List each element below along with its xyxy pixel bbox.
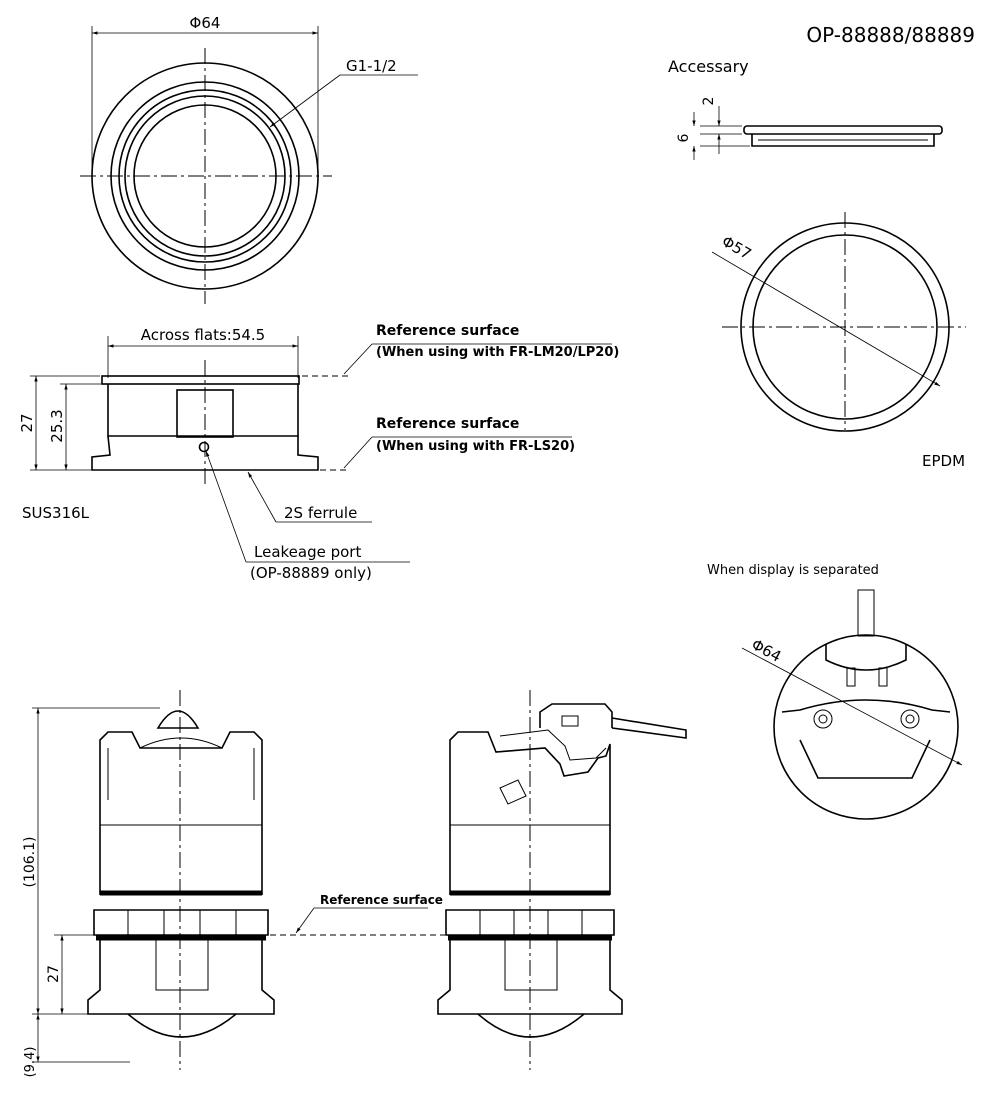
leak-note: (OP-88889 only) xyxy=(250,564,372,582)
gasket-side-view xyxy=(743,125,943,147)
ferrule-label: 2S ferrule xyxy=(284,504,357,522)
across-flats-label: Across flats:54.5 xyxy=(141,326,265,344)
side-view: Across flats:54.5 27 25.3 Reference surf… xyxy=(18,323,619,582)
display-separated: When display is separated Φ64 xyxy=(707,563,963,820)
accessory-dim-6: 6 xyxy=(676,133,692,142)
material-label: SUS316L xyxy=(22,504,90,522)
side-dim-25-3: 25.3 xyxy=(48,409,66,442)
thread-label: G1-1/2 xyxy=(346,57,397,75)
top-diameter-label: Φ64 xyxy=(190,14,221,32)
accessory-material: EPDM xyxy=(922,452,965,470)
leak-label: Leakeage port xyxy=(254,543,361,561)
connector-pins xyxy=(813,709,920,729)
ref1-note: (When using with FR-LM20/LP20) xyxy=(376,345,619,360)
display-sep-title: When display is separated xyxy=(707,563,879,578)
bottom-ref-label: Reference surface xyxy=(320,893,443,907)
ref2-note: (When using with FR-LS20) xyxy=(376,439,575,454)
accessory: Accessary 2 6 Φ57 EPDM xyxy=(668,57,966,470)
ref2-label: Reference surface xyxy=(376,416,519,432)
side-assembly xyxy=(437,703,687,1038)
ref1-label: Reference surface xyxy=(376,323,519,339)
accessory-dim-2: 2 xyxy=(701,97,717,106)
front-assembly xyxy=(87,710,275,1038)
dim-27-bottom: 27 xyxy=(46,965,62,983)
dim-106-1: (106.1) xyxy=(22,836,38,887)
side-dim-27: 27 xyxy=(18,413,36,432)
drawing-title: OP-88888/88889 xyxy=(806,23,975,47)
bottom-dimensions: (106.1) 27 (9.4) xyxy=(22,707,160,1078)
accessory-title: Accessary xyxy=(668,57,749,76)
accessory-diameter: Φ57 xyxy=(719,232,755,263)
dim-9-4: (9.4) xyxy=(23,1047,38,1078)
top-view: Φ64 G1-1/2 xyxy=(80,14,418,304)
